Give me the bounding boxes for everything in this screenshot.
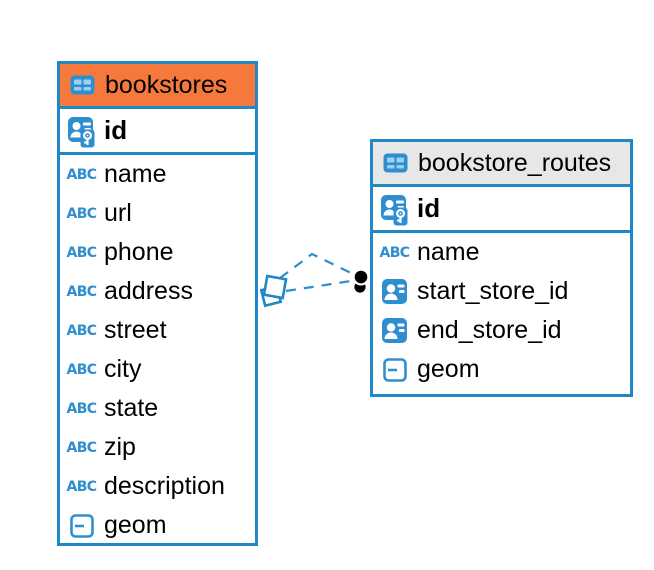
text-icon: ABC [66, 205, 98, 222]
column-name: city [104, 355, 142, 383]
text-icon: ABC [66, 244, 98, 261]
column-name: start_store_id [417, 277, 569, 305]
text-icon: ABC [66, 478, 98, 495]
entity-bookstore-routes-header[interactable]: bookstore_routes [373, 142, 630, 187]
column-row-geom[interactable]: geom [60, 506, 255, 545]
text-icon: ABC [66, 322, 98, 339]
column-row-street[interactable]: ABC street [60, 311, 255, 350]
column-row-geom[interactable]: geom [373, 350, 630, 389]
column-name: state [104, 394, 159, 422]
column-row-address[interactable]: ABC address [60, 272, 255, 311]
text-icon: ABC [66, 400, 98, 417]
column-name: url [104, 199, 132, 227]
relation-diamond-marker [259, 274, 288, 308]
table-icon [67, 75, 98, 95]
column-row-end_store_id[interactable]: end_store_id [373, 311, 630, 350]
reference-icon [379, 318, 410, 343]
relation-bookstores-bookstore_routes[interactable] [259, 252, 370, 308]
column-row-description[interactable]: ABC description [60, 467, 255, 506]
column-name: description [104, 472, 225, 500]
column-name: geom [417, 355, 480, 383]
entity-title: bookstore_routes [418, 148, 612, 177]
text-icon: ABC [66, 283, 98, 300]
text-icon: ABC [66, 361, 98, 378]
column-row-id[interactable]: id [60, 109, 255, 152]
column-row-phone[interactable]: ABC phone [60, 233, 255, 272]
column-name: end_store_id [417, 316, 562, 344]
entity-title: bookstores [105, 70, 228, 99]
relation-line-lower[interactable] [285, 279, 352, 293]
column-row-url[interactable]: ABC url [60, 194, 255, 233]
text-icon: ABC [66, 166, 98, 183]
column-name: id [417, 193, 441, 223]
column-name: name [417, 238, 480, 266]
column-row-name[interactable]: ABC name [373, 233, 630, 272]
column-name: id [104, 115, 128, 145]
table-icon [380, 153, 411, 173]
entity-bookstore-routes-columns: ABC name start_store_id end_store_id geom [373, 233, 630, 389]
relation-line-upper[interactable] [279, 252, 354, 279]
text-icon: ABC [379, 244, 411, 261]
entity-bookstore-routes[interactable]: bookstore_routes id ABC name start_store_… [370, 139, 633, 397]
geometry-icon [66, 513, 97, 538]
column-name: geom [104, 511, 167, 539]
column-row-name[interactable]: ABC name [60, 155, 255, 194]
column-name: phone [104, 238, 174, 266]
column-row-city[interactable]: ABC city [60, 350, 255, 389]
relation-dot-marker [352, 268, 370, 295]
entity-bookstores-key-columns: id [60, 109, 255, 155]
entity-bookstores-header[interactable]: bookstores [60, 64, 255, 109]
column-row-state[interactable]: ABC state [60, 389, 255, 428]
reference-icon [379, 279, 410, 304]
column-name: street [104, 316, 167, 344]
text-icon: ABC [66, 439, 98, 456]
column-row-start_store_id[interactable]: start_store_id [373, 272, 630, 311]
entity-bookstore-routes-key-columns: id [373, 187, 630, 233]
primary-key-icon [66, 113, 97, 148]
primary-key-icon [379, 191, 410, 226]
geometry-icon [379, 357, 410, 382]
column-name: address [104, 277, 193, 305]
column-name: name [104, 160, 167, 188]
column-row-zip[interactable]: ABC zip [60, 428, 255, 467]
column-row-id[interactable]: id [373, 187, 630, 230]
column-name: zip [104, 433, 136, 461]
